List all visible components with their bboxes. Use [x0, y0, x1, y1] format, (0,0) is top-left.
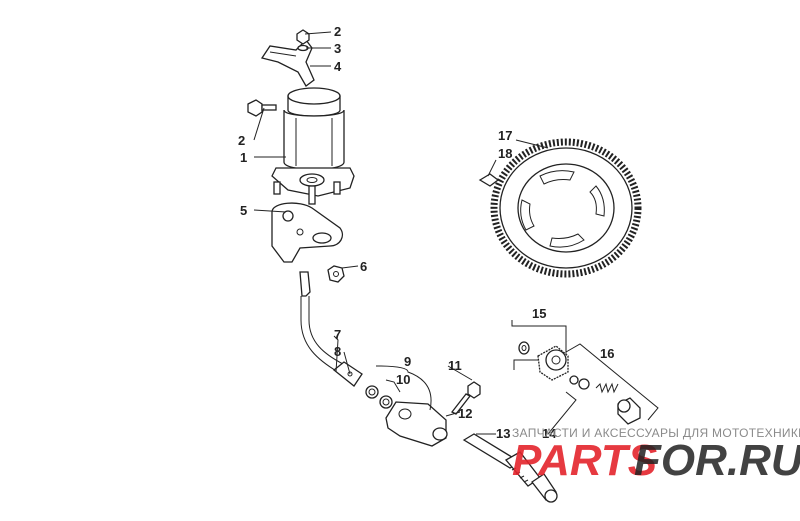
callout-7: 7 — [334, 327, 341, 342]
starter-bracket — [260, 39, 315, 87]
bracket-line-16 — [565, 343, 659, 421]
bendix-washer — [518, 341, 530, 355]
callout-8: 8 — [334, 344, 341, 359]
housing-bolt — [451, 381, 481, 415]
callout-2-lower: 2 — [238, 133, 245, 148]
bracket-nut — [296, 29, 310, 45]
leader-lines — [253, 31, 577, 435]
flange-nut — [327, 265, 345, 283]
watermark-logo-right: FOR.RU — [634, 436, 800, 485]
watermark-caption: ЗАПЧАСТИ И АКСЕССУАРЫ ДЛЯ МОТОТЕХНИКИ — [512, 426, 800, 440]
ring-gear-screw — [478, 173, 500, 187]
bendix-pinion — [537, 345, 569, 381]
callout-17: 17 — [498, 128, 512, 143]
watermark-logo-left: PARTS — [512, 436, 657, 485]
callout-10: 10 — [396, 372, 410, 387]
callouts: 2 3 4 2 1 5 6 7 8 9 10 11 12 13 14 15 16… — [238, 24, 614, 441]
callout-2-upper: 2 — [334, 24, 341, 39]
callout-1: 1 — [240, 150, 247, 165]
bracket-line-15 — [511, 320, 567, 370]
starter-motor — [271, 87, 355, 205]
watermark: ЗАПЧАСТИ И АКСЕССУАРЫ ДЛЯ МОТОТЕХНИКИ PA… — [512, 426, 800, 485]
bendix-spring — [595, 382, 619, 394]
callout-16: 16 — [600, 346, 614, 361]
bendix-clip — [569, 375, 590, 390]
mounting-bolt — [247, 99, 277, 117]
bendix-cap — [617, 397, 641, 425]
callout-12: 12 — [458, 406, 472, 421]
callout-5: 5 — [240, 203, 247, 218]
callout-14: 14 — [542, 426, 557, 441]
ring-gear — [490, 138, 642, 278]
callout-18: 18 — [498, 146, 512, 161]
callout-15: 15 — [532, 306, 546, 321]
drive-shaft — [462, 433, 558, 503]
starter-mounting-plate — [271, 202, 344, 263]
callout-9: 9 — [404, 354, 411, 369]
drive-housing — [385, 401, 448, 447]
starter-cable — [299, 271, 363, 387]
callout-13: 13 — [496, 426, 510, 441]
callout-4: 4 — [334, 59, 342, 74]
callout-11: 11 — [448, 358, 462, 373]
callout-3: 3 — [334, 41, 341, 56]
callout-6: 6 — [360, 259, 367, 274]
